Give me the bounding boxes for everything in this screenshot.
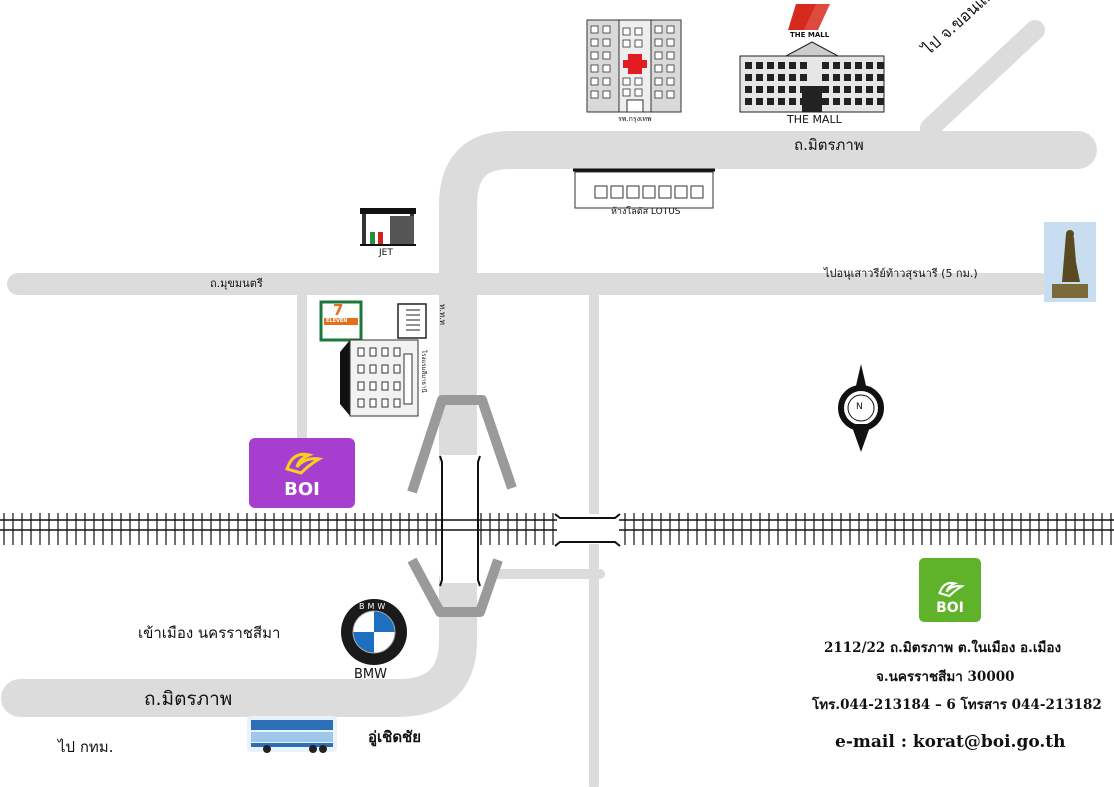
shop-label: ท.ท.ท — [438, 304, 447, 325]
monument-icon — [1044, 222, 1096, 302]
seven-eleven-digit: 7 — [333, 301, 344, 319]
boi-green-label: BOI — [936, 600, 964, 616]
road-label-mukkhamontri: ถ.มุขมนตรี — [210, 277, 263, 290]
overpass-rails — [439, 455, 481, 587]
bmw-logo-letters: BMW — [359, 602, 389, 611]
boi-butterfly-icon — [938, 581, 965, 598]
road-label-to-city: เข้าเมือง นครราชสีมา — [138, 624, 281, 642]
boi-butterfly-icon — [285, 452, 324, 475]
overpass-ramps — [407, 395, 517, 617]
road-mittraphap-bottom — [1, 561, 477, 717]
the-mall-logo-text: THE MALL — [790, 31, 830, 39]
road-label-mittraphap-bottom: ถ.มิตรภาพ — [144, 688, 233, 710]
railway — [0, 513, 1114, 547]
address-line-1: 2112/22 ถ.มิตรภาพ ต.ในเมือง อ.เมือง — [824, 640, 1062, 656]
hospital-label: รพ.กรุงเทพ — [618, 115, 652, 123]
shop-icon — [397, 303, 427, 339]
address-line-2: จ.นครราชสีมา 30000 — [876, 669, 1015, 685]
bmw-label: BMW — [354, 667, 387, 682]
compass-icon — [838, 364, 884, 452]
the-mall-label: THE MALL — [787, 113, 842, 126]
boi-purple-label: BOI — [284, 479, 320, 500]
road-to-khonkaen — [920, 20, 1045, 138]
the-mall-icon — [739, 4, 885, 113]
address-line-3: โทร.044-213184 – 6 โทรสาร 044-213182 — [812, 697, 1102, 713]
jet-gas-station-icon — [360, 208, 416, 246]
bus-station-label: อู่เชิดชัย — [368, 728, 422, 746]
hotel-icon — [340, 339, 419, 417]
overpass-bridge — [440, 455, 480, 583]
road-label-to-bangkok: ไป กทม. — [58, 738, 114, 756]
lotus-label: ห้างโลตัส LOTUS — [611, 207, 681, 217]
seven-eleven-label: ELEVEN — [326, 318, 348, 324]
hotel-label: โรงแรมสีมาธานี — [420, 350, 427, 393]
boi-purple-logo: BOI — [249, 438, 355, 508]
email-link[interactable]: e-mail : korat@boi.go.th — [835, 732, 1066, 752]
road-label-to-monument: ไปอนุเสาวรีย์ท้าวสุรนารี (5 กม.) — [824, 267, 978, 280]
bus-icon — [247, 716, 337, 753]
hospital-icon — [586, 19, 682, 113]
seven-eleven-icon — [319, 300, 363, 342]
boi-green-logo: BOI — [919, 558, 981, 622]
road-label-mittraphap-top: ถ.มิตรภาพ — [794, 136, 864, 154]
road-mittraphap-top — [439, 131, 1097, 479]
jet-label: JET — [379, 248, 393, 258]
compass-north-label: N — [856, 402, 863, 412]
bmw-logo-icon — [341, 599, 407, 665]
lotus-icon — [573, 168, 715, 209]
